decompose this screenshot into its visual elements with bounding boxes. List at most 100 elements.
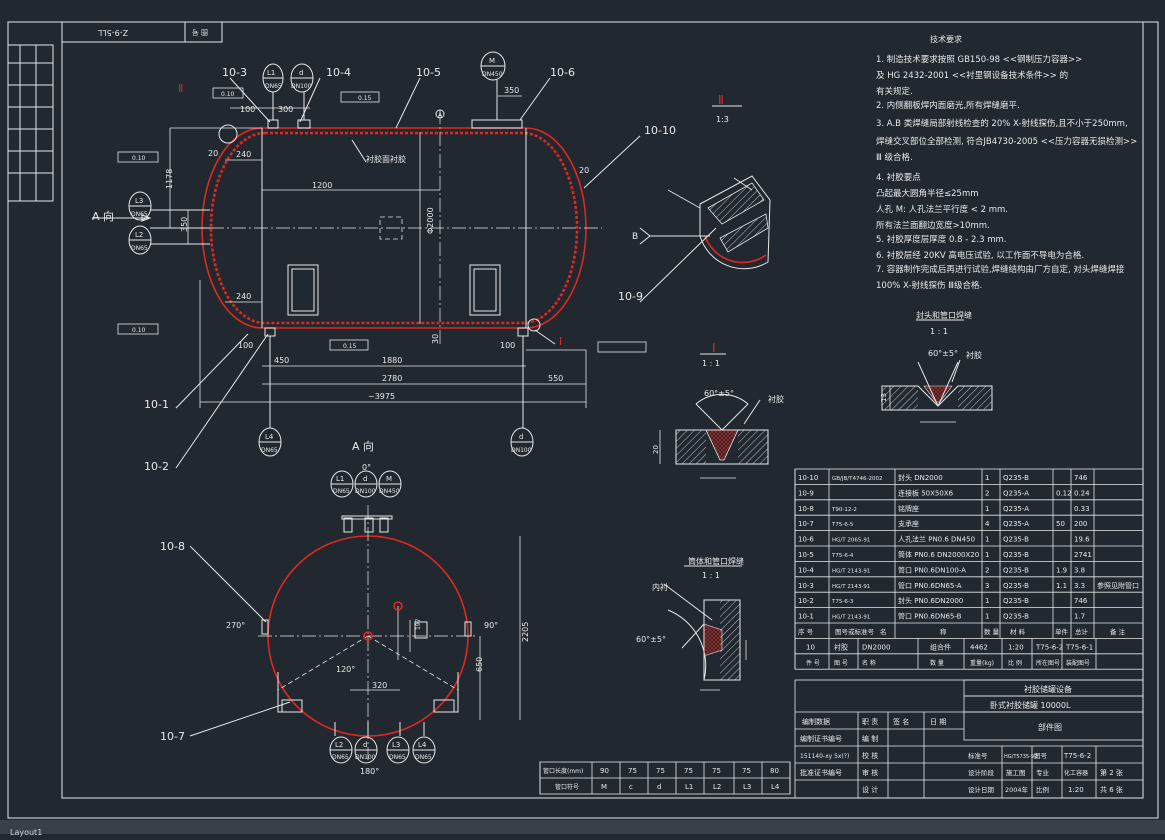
- end-nozzle-m: M DN450: [378, 470, 402, 498]
- tb-label: 设计阶段: [968, 768, 995, 777]
- tb-label: 比例: [1036, 785, 1049, 794]
- tech-line: 所有法兰面翻边宽度>10mm.: [876, 220, 990, 231]
- parts-cell: 1: [985, 613, 989, 621]
- corner-tag2: 图 号: [192, 28, 208, 36]
- deg-270: 270°: [226, 621, 245, 630]
- parts-header: 单件: [1055, 627, 1069, 636]
- tech-line: 1. 制造技术要求按照 GB150-98 <<钢制压力容器>>: [876, 54, 1082, 65]
- nozzle-length: 80: [770, 767, 779, 775]
- parts-cell: T75-6-5: [831, 522, 854, 528]
- tech-line: 及 HG 2432-2001 <<衬里钢设备技术条件>> 的: [876, 70, 1068, 81]
- tol-e: 0.15: [343, 343, 357, 350]
- tb-label: 专业: [1036, 768, 1050, 777]
- tb-left-1: 编制证书编号: [800, 734, 842, 743]
- nozzle-length: 90: [600, 767, 609, 775]
- technical-requirements: 技术要求 1. 制造技术要求按照 GB150-98 <<钢制压力容器>> 及 H…: [876, 34, 1137, 291]
- svg-text:M: M: [489, 57, 495, 65]
- parts-cell: T75-6-4: [831, 553, 854, 559]
- nozzle-length: 75: [684, 767, 693, 775]
- title-block: 衬胶储罐设备 卧式衬胶储罐 10000L 部件图 编制数据 编制证书编号 151…: [794, 679, 1144, 799]
- nozzle-left-l2: L2 DN65: [128, 225, 152, 255]
- parts-cell: 10-7: [798, 520, 814, 528]
- parts-cell: 2741: [1074, 551, 1092, 559]
- tb-product: 卧式衬胶储罐 10000L: [990, 700, 1071, 710]
- parts-cell: 0.12: [1056, 489, 1072, 497]
- dim-350: 350: [504, 86, 519, 95]
- tb-company: 衬胶储罐设备: [1024, 684, 1072, 694]
- nozzle-length: 75: [712, 767, 721, 775]
- svg-text:DN100: DN100: [291, 83, 312, 90]
- total-header: 图 号: [834, 660, 848, 667]
- nozzle-symbol: L4: [771, 783, 780, 791]
- dim-3975: ~3975: [368, 392, 395, 401]
- parts-header: 备 注: [1110, 627, 1126, 636]
- deg-180: 180°: [360, 767, 379, 776]
- parts-cell: 1.7: [1074, 613, 1085, 621]
- parts-header: 材 料: [1010, 627, 1026, 636]
- tb-std: HG/T5735-92: [1004, 754, 1037, 760]
- svg-text:DN65: DN65: [389, 754, 406, 761]
- parts-cell: HG/T 2143-91: [832, 615, 870, 621]
- parts-cell: 10-3: [798, 582, 814, 590]
- tb-label: 2004年: [1005, 785, 1029, 794]
- parts-cell: 支承座: [898, 519, 919, 528]
- nozzle-symbol: L3: [743, 783, 751, 791]
- parts-cell: 0.33: [1074, 505, 1090, 513]
- dim-2000: Φ2000: [426, 207, 435, 234]
- tb-role: 职 责: [862, 717, 878, 726]
- svg-text:DN65: DN65: [415, 754, 432, 761]
- deg-0: 0°: [362, 463, 371, 472]
- status-bar: Layout1: [0, 820, 1165, 837]
- svg-text:DN65: DN65: [333, 488, 350, 495]
- total-cell: 10: [806, 643, 815, 651]
- weld-detail-shell: [663, 565, 747, 691]
- parts-cell: 1.1: [1056, 582, 1067, 590]
- parts-cell: HG/T 2065-91: [832, 538, 870, 544]
- dim-320: 320: [372, 681, 387, 690]
- parts-cell: 2: [985, 489, 989, 497]
- parts-cell: 3.3: [1074, 582, 1085, 590]
- tb-role: 校 核: [862, 751, 878, 760]
- end-nozzle-d: d DN100: [354, 470, 378, 498]
- dim-300: 300: [278, 105, 293, 114]
- parts-cell: T90-12-2: [831, 507, 857, 513]
- parts-cell: 10-5: [798, 551, 814, 559]
- dim-550: 550: [548, 374, 563, 383]
- dim-1200: 1200: [312, 181, 332, 190]
- parts-header: 序 号: [798, 627, 814, 636]
- dim-450: 450: [274, 356, 289, 365]
- total-header: 所在图号: [1036, 659, 1060, 667]
- total-header: 名 称: [862, 659, 876, 667]
- weld-angle: 60°±5°: [928, 349, 958, 358]
- parts-cell: 管口 PN0.6DN100-A: [898, 565, 966, 574]
- svg-text:DN100: DN100: [355, 488, 376, 495]
- svg-text:L2: L2: [135, 231, 143, 239]
- total-cell: 组合件: [930, 642, 951, 651]
- parts-cell: HG/T 2143-91: [832, 568, 870, 574]
- end-nozzle-bottom-l4: L4 DN65: [412, 736, 436, 764]
- parts-cell: 1: [985, 597, 989, 605]
- detail-2-title: Ⅱ: [718, 93, 724, 107]
- weld-title: 封头和管口焊缝: [916, 310, 972, 320]
- parts-cell: Q235-B: [1003, 613, 1029, 621]
- parts-header: 数 量: [984, 627, 1000, 636]
- drawing-frame: Z-9-5LL 图 号: [7, 21, 1159, 819]
- parts-cell: 3: [985, 582, 989, 590]
- parts-cell: 50: [1056, 520, 1065, 528]
- callout-10-8: 10-8: [160, 540, 185, 553]
- parts-cell: 1.9: [1056, 566, 1067, 574]
- total-header: 重量(kg): [970, 659, 994, 667]
- total-cell: 1:20: [1008, 643, 1024, 651]
- svg-text:M: M: [386, 475, 392, 483]
- parts-cell: 4: [985, 520, 990, 528]
- parts-cell: 筒体 PN0.6 DN2000X20: [898, 550, 979, 559]
- end-nozzle-bottom-l3: L3 DN65: [386, 736, 410, 764]
- tb-role: 签 名: [893, 717, 909, 726]
- parts-cell: 1: [985, 536, 989, 544]
- nozzle-row1-label: 管口长度(mm): [543, 767, 583, 775]
- nozzle-symbol: L2: [713, 783, 721, 791]
- tech-line: Ⅲ 级合格.: [876, 152, 913, 163]
- tb-role: 审 核: [862, 768, 878, 777]
- deg-90: 90°: [484, 621, 498, 630]
- nozzle-top-l1: L1 DN65: [262, 63, 284, 93]
